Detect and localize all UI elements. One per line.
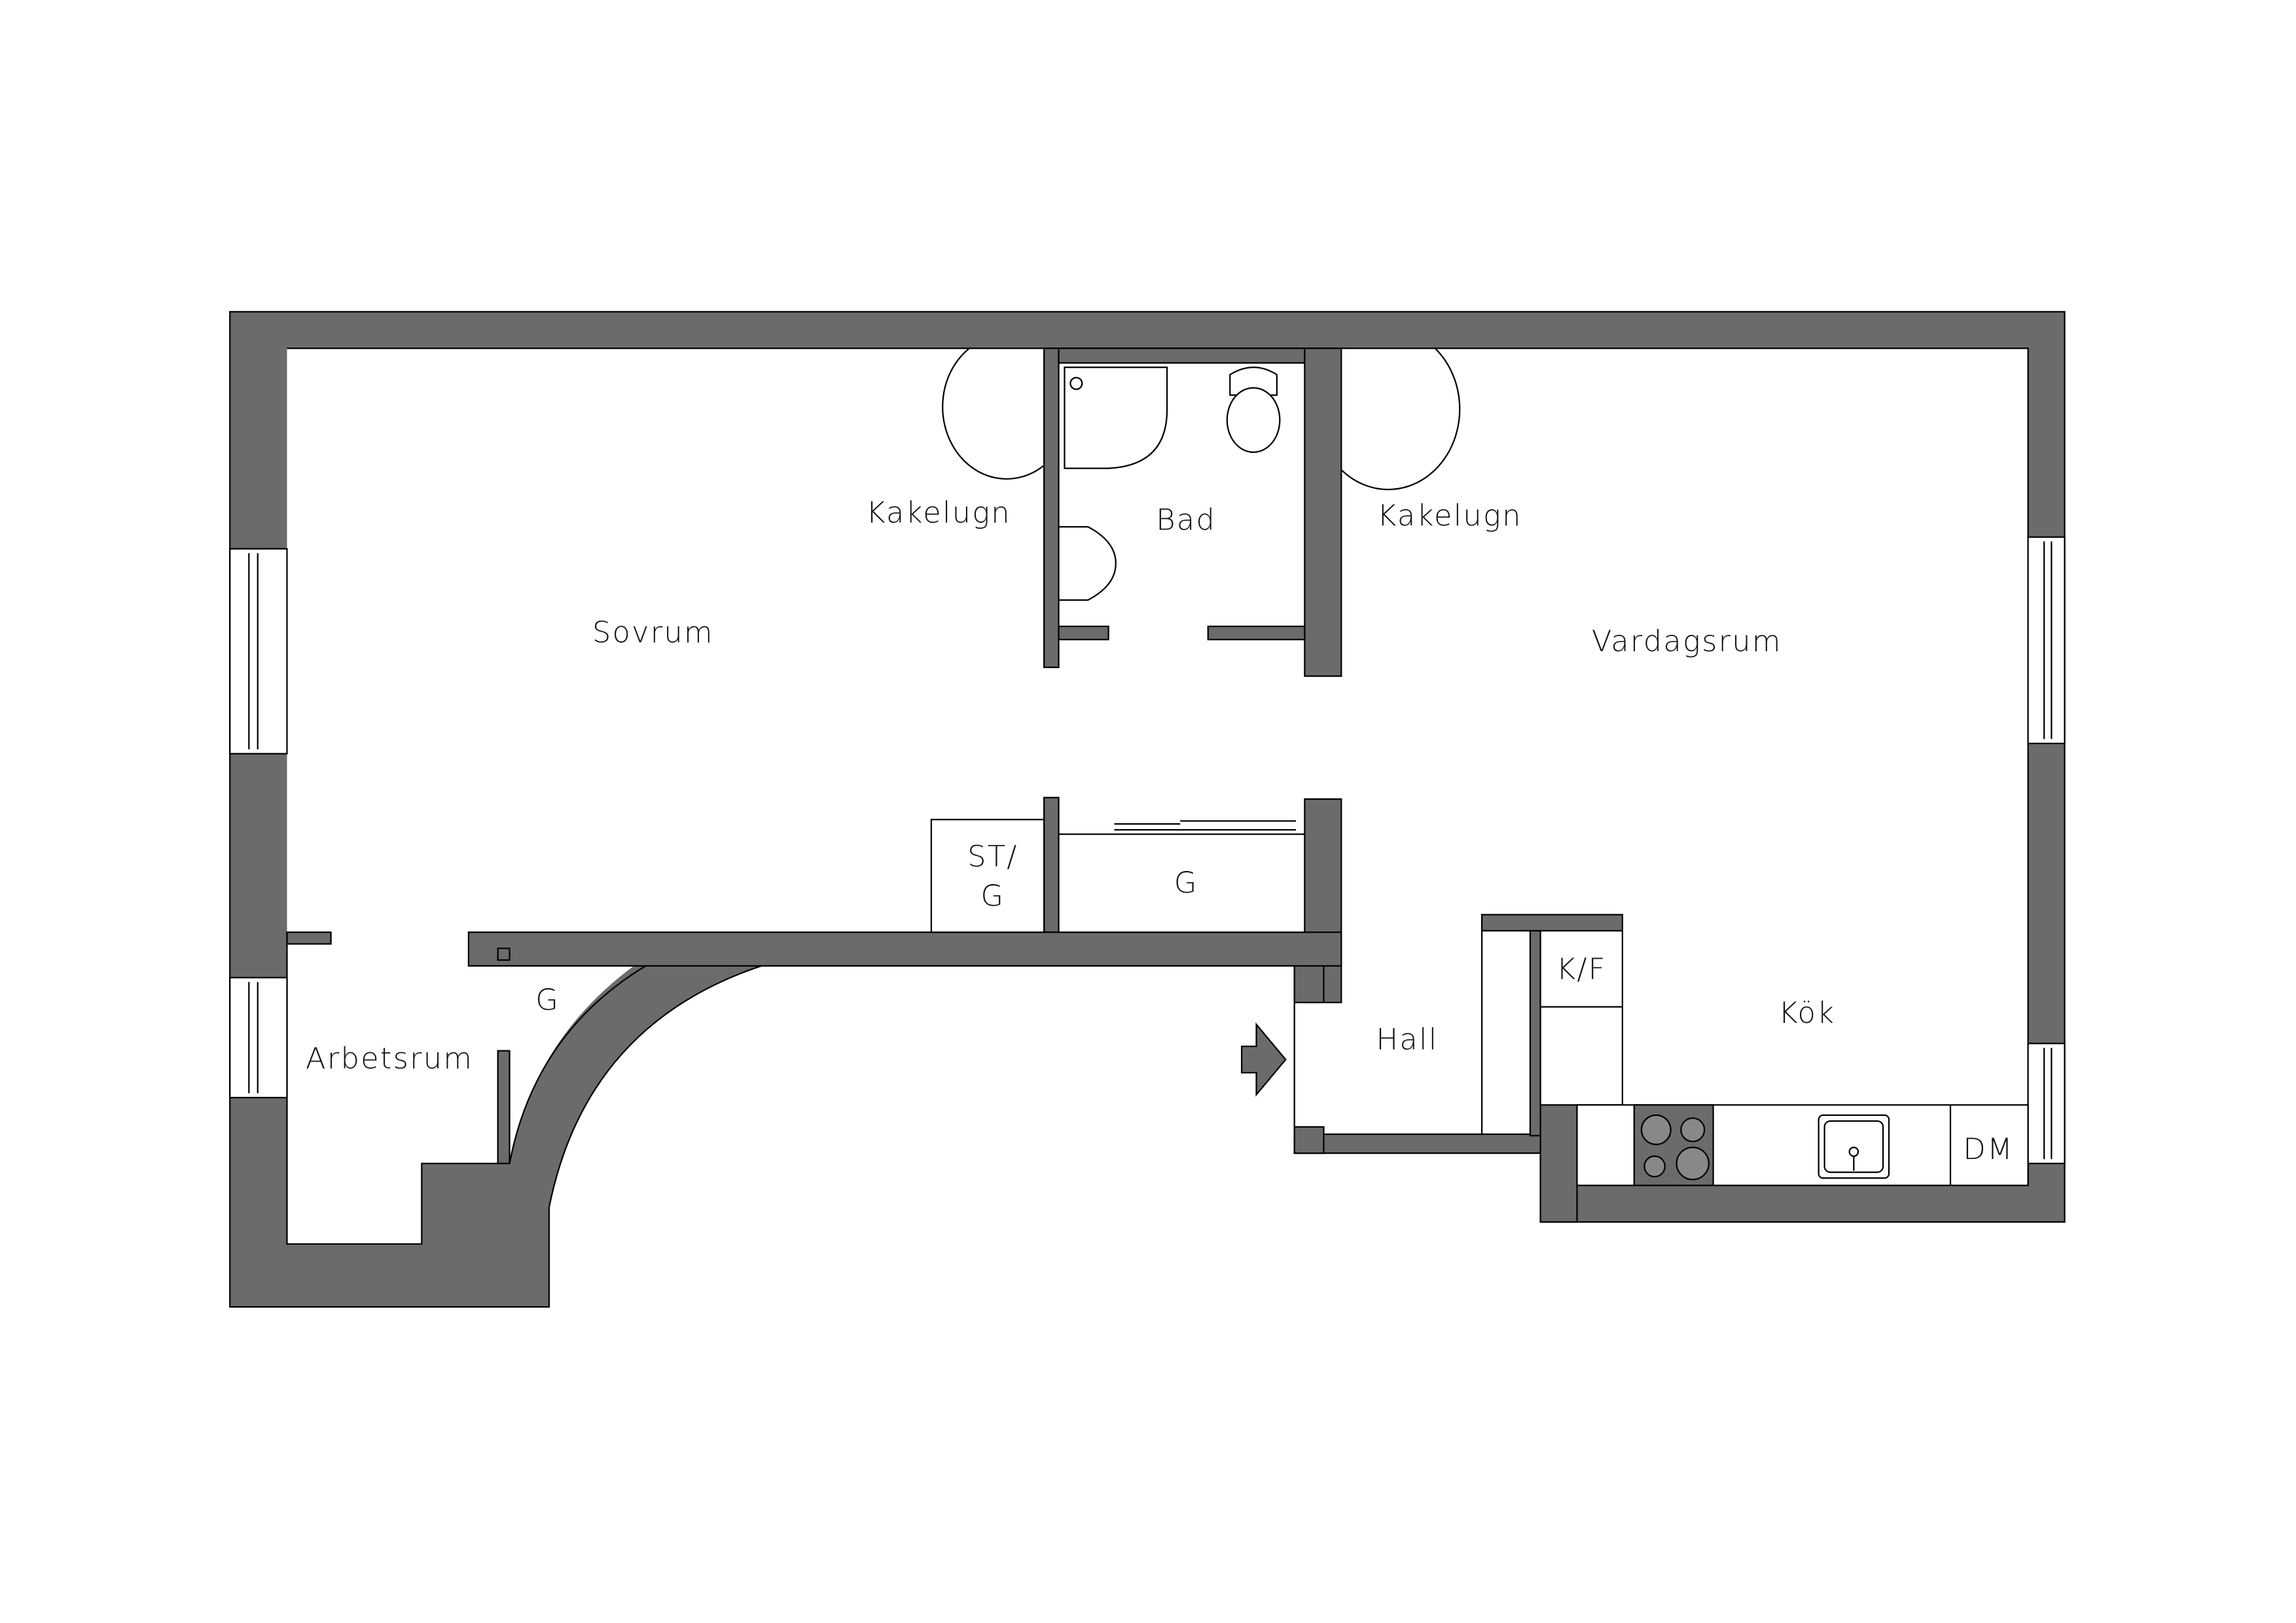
label-kakelugn-left: Kakelugn [866,495,1011,529]
label-closet-g: G [1174,865,1198,900]
label-vardagsrum: Vardagsrum [1592,624,1782,658]
label-kf: K/F [1556,952,1607,986]
interior-outline [286,348,2029,1245]
window-icon [229,536,2066,1164]
tiled-stove-icon [1340,348,1461,490]
label-kakelugn-right: Kakelugn [1377,498,1522,533]
label-kok: Kök [1778,995,1835,1030]
label-bad: Bad [1156,503,1216,537]
label-st-g: G [980,878,1005,913]
label-sovrum: Sovrum [592,615,714,650]
partition-walls [286,348,1623,1223]
entrance-arrow-icon [1241,1022,1287,1097]
label-corridor-g: G [535,982,560,1017]
tiled-stove-icon [942,348,1045,480]
fridge-freezer [1539,930,1623,1008]
label-dm: DM [1963,1132,2014,1166]
stove-icon [1633,1104,1714,1186]
label-st: ST/ [967,839,1018,874]
label-arbetsrum: Arbetsrum [306,1041,473,1075]
closet-st-g [930,819,1045,933]
washbasin-icon [1058,526,1117,601]
shower-icon [1064,366,1168,469]
toilet-icon [1226,366,1281,454]
sink-icon [1818,1114,1890,1179]
closet-g [1058,833,1306,933]
label-hall: Hall [1376,1022,1439,1056]
